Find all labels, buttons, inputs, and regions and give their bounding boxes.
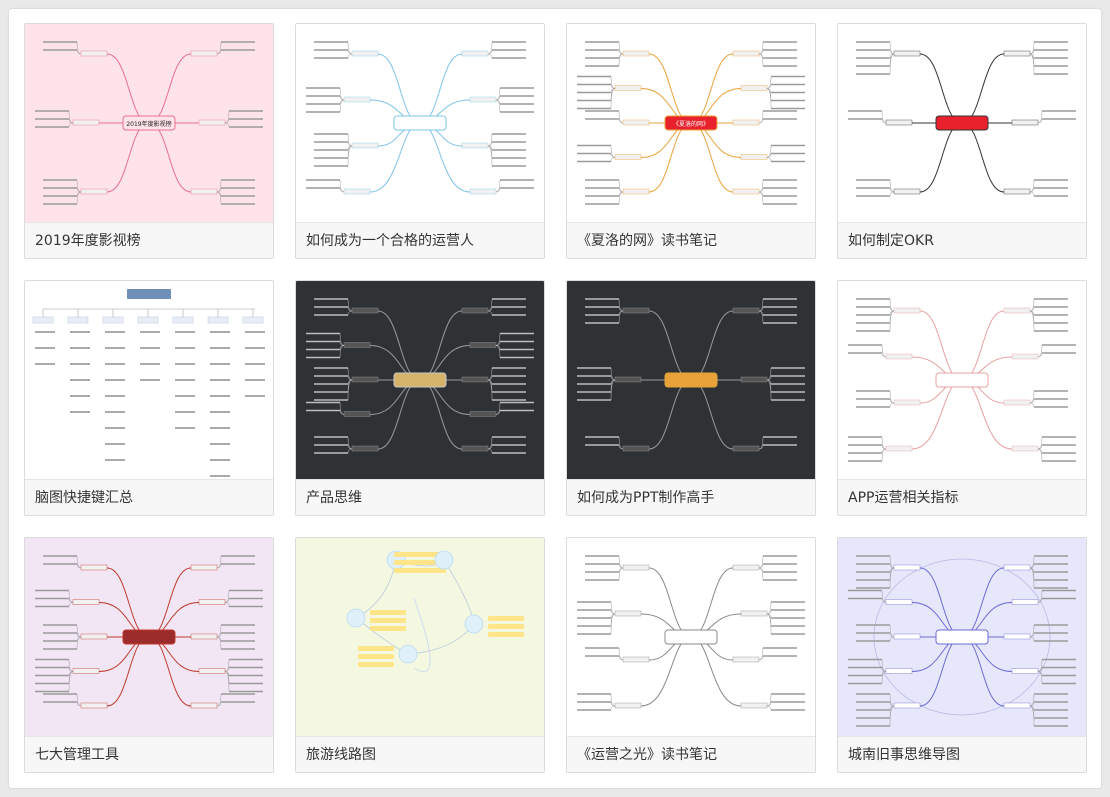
template-title: 如何成为一个合格的运营人 — [296, 222, 544, 258]
template-card[interactable]: APP运营相关指标 — [837, 280, 1087, 516]
mindmap-thumbnail — [296, 538, 544, 736]
mindmap-thumbnail — [567, 281, 815, 479]
template-title: 2019年度影视榜 — [25, 222, 273, 258]
template-card[interactable]: 产品思维 — [295, 280, 545, 516]
template-card[interactable]: 如何成为PPT制作高手 — [566, 280, 816, 516]
mindmap-thumbnail: 《夏洛的网》 — [567, 24, 815, 222]
template-card[interactable]: 《运营之光》读书笔记 — [566, 537, 816, 773]
template-card[interactable]: 城南旧事思维导图 — [837, 537, 1087, 773]
template-title: 城南旧事思维导图 — [838, 736, 1086, 772]
mindmap-thumbnail — [838, 281, 1086, 479]
mindmap-thumbnail — [838, 24, 1086, 222]
mindmap-thumbnail — [296, 281, 544, 479]
mindmap-thumbnail: 2019年度影视榜 — [25, 24, 273, 222]
mindmap-center-label: 《夏洛的网》 — [673, 120, 709, 128]
template-card[interactable]: 旅游线路图 — [295, 537, 545, 773]
template-title: 旅游线路图 — [296, 736, 544, 772]
mindmap-thumbnail — [567, 538, 815, 736]
mindmap-center-label: 2019年度影视榜 — [126, 120, 171, 128]
template-title: 如何制定OKR — [838, 222, 1086, 258]
mindmap-thumbnail — [25, 538, 273, 736]
template-title: 如何成为PPT制作高手 — [567, 479, 815, 515]
template-card[interactable]: 《夏洛的网》《夏洛的网》读书笔记 — [566, 23, 816, 259]
template-title: 《运营之光》读书笔记 — [567, 736, 815, 772]
template-card[interactable]: 2019年度影视榜 2019年度影视榜 — [24, 23, 274, 259]
mindmap-thumbnail — [25, 281, 273, 479]
template-card[interactable]: 如何制定OKR — [837, 23, 1087, 259]
template-card[interactable]: 脑图快捷键汇总 — [24, 280, 274, 516]
mindmap-thumbnail — [296, 24, 544, 222]
template-title: 《夏洛的网》读书笔记 — [567, 222, 815, 258]
template-title: 七大管理工具 — [25, 736, 273, 772]
template-title: 产品思维 — [296, 479, 544, 515]
template-card[interactable]: 七大管理工具 — [24, 537, 274, 773]
mindmap-thumbnail — [838, 538, 1086, 736]
template-card[interactable]: 如何成为一个合格的运营人 — [295, 23, 545, 259]
template-title: 脑图快捷键汇总 — [25, 479, 273, 515]
template-title: APP运营相关指标 — [838, 479, 1086, 515]
